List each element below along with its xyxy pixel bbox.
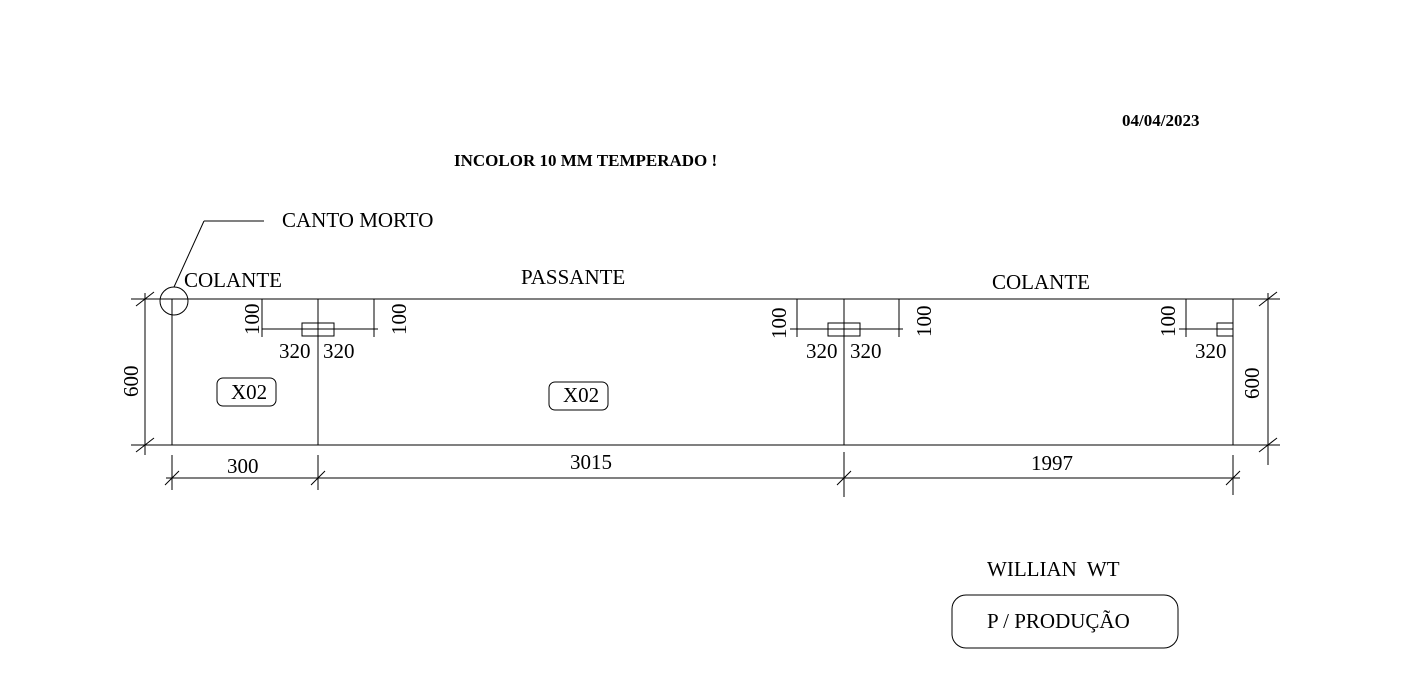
left-hole-offset-a: 100 [240, 304, 264, 336]
author-name: WILLIAN WT [987, 557, 1120, 581]
left-hole-spacing-a: 320 [279, 339, 311, 363]
left-height-value: 600 [119, 366, 143, 398]
right-height-value: 600 [1240, 368, 1264, 400]
left-panel-tag-text: X02 [231, 380, 267, 404]
width-tick-4 [1225, 470, 1241, 486]
width-dimensions: 300 3015 1997 [164, 450, 1241, 497]
drawing-title: INCOLOR 10 MM TEMPERADO ! [454, 151, 717, 170]
production-stamp: P / PRODUÇÃO [951, 594, 1179, 649]
width-tick-3 [836, 470, 852, 486]
middle-panel-tag-box [548, 381, 609, 411]
right-height-dimension: 600 [1233, 291, 1280, 465]
middle-section-label: PASSANTE [521, 265, 625, 289]
width-left-value: 300 [227, 454, 259, 478]
middle-panel-tag-text: X02 [563, 383, 599, 407]
right-hole-offset: 100 [1156, 306, 1180, 338]
glass-panel [171, 298, 1234, 446]
left-height-tick-top [135, 291, 155, 307]
right-hole-spacing: 320 [1195, 339, 1227, 363]
left-height-dimension: 600 [119, 291, 172, 455]
mid-hole-offset-b: 100 [912, 306, 936, 338]
production-stamp-box [951, 594, 1179, 649]
left-panel-tag-box [216, 377, 277, 407]
mid-hole-slot [827, 322, 861, 337]
mid-hole-offset-a: 100 [767, 308, 791, 340]
left-panel-tag: X02 [216, 377, 277, 407]
middle-panel-tag: X02 [548, 381, 609, 411]
production-stamp-text: P / PRODUÇÃO [987, 609, 1130, 633]
dead-corner-label: CANTO MORTO [282, 208, 433, 232]
drawing-date: 04/04/2023 [1122, 111, 1199, 130]
width-middle-value: 3015 [570, 450, 612, 474]
dead-corner-leader [173, 220, 205, 288]
right-section-label: COLANTE [992, 270, 1090, 294]
left-section-label: COLANTE [184, 268, 282, 292]
right-hole-slot [1216, 322, 1234, 337]
right-hole-group: 100 320 [1156, 299, 1234, 363]
width-tick-2 [310, 470, 326, 486]
panel-outline [171, 298, 1234, 446]
width-right-value: 1997 [1031, 451, 1073, 475]
mid-hole-spacing-a: 320 [806, 339, 838, 363]
middle-hole-group: 100 100 320 320 [767, 299, 936, 363]
width-tick-1 [164, 470, 180, 486]
left-height-tick-bottom [135, 437, 155, 453]
dead-corner-callout: CANTO MORTO [159, 208, 433, 316]
right-height-tick-bottom [1258, 437, 1278, 453]
left-hole-spacing-b: 320 [323, 339, 355, 363]
left-hole-group: 100 100 320 320 [240, 299, 411, 363]
left-hole-offset-b: 100 [387, 304, 411, 336]
right-height-tick-top [1258, 291, 1278, 307]
mid-hole-spacing-b: 320 [850, 339, 882, 363]
left-hole-slot [301, 322, 335, 337]
